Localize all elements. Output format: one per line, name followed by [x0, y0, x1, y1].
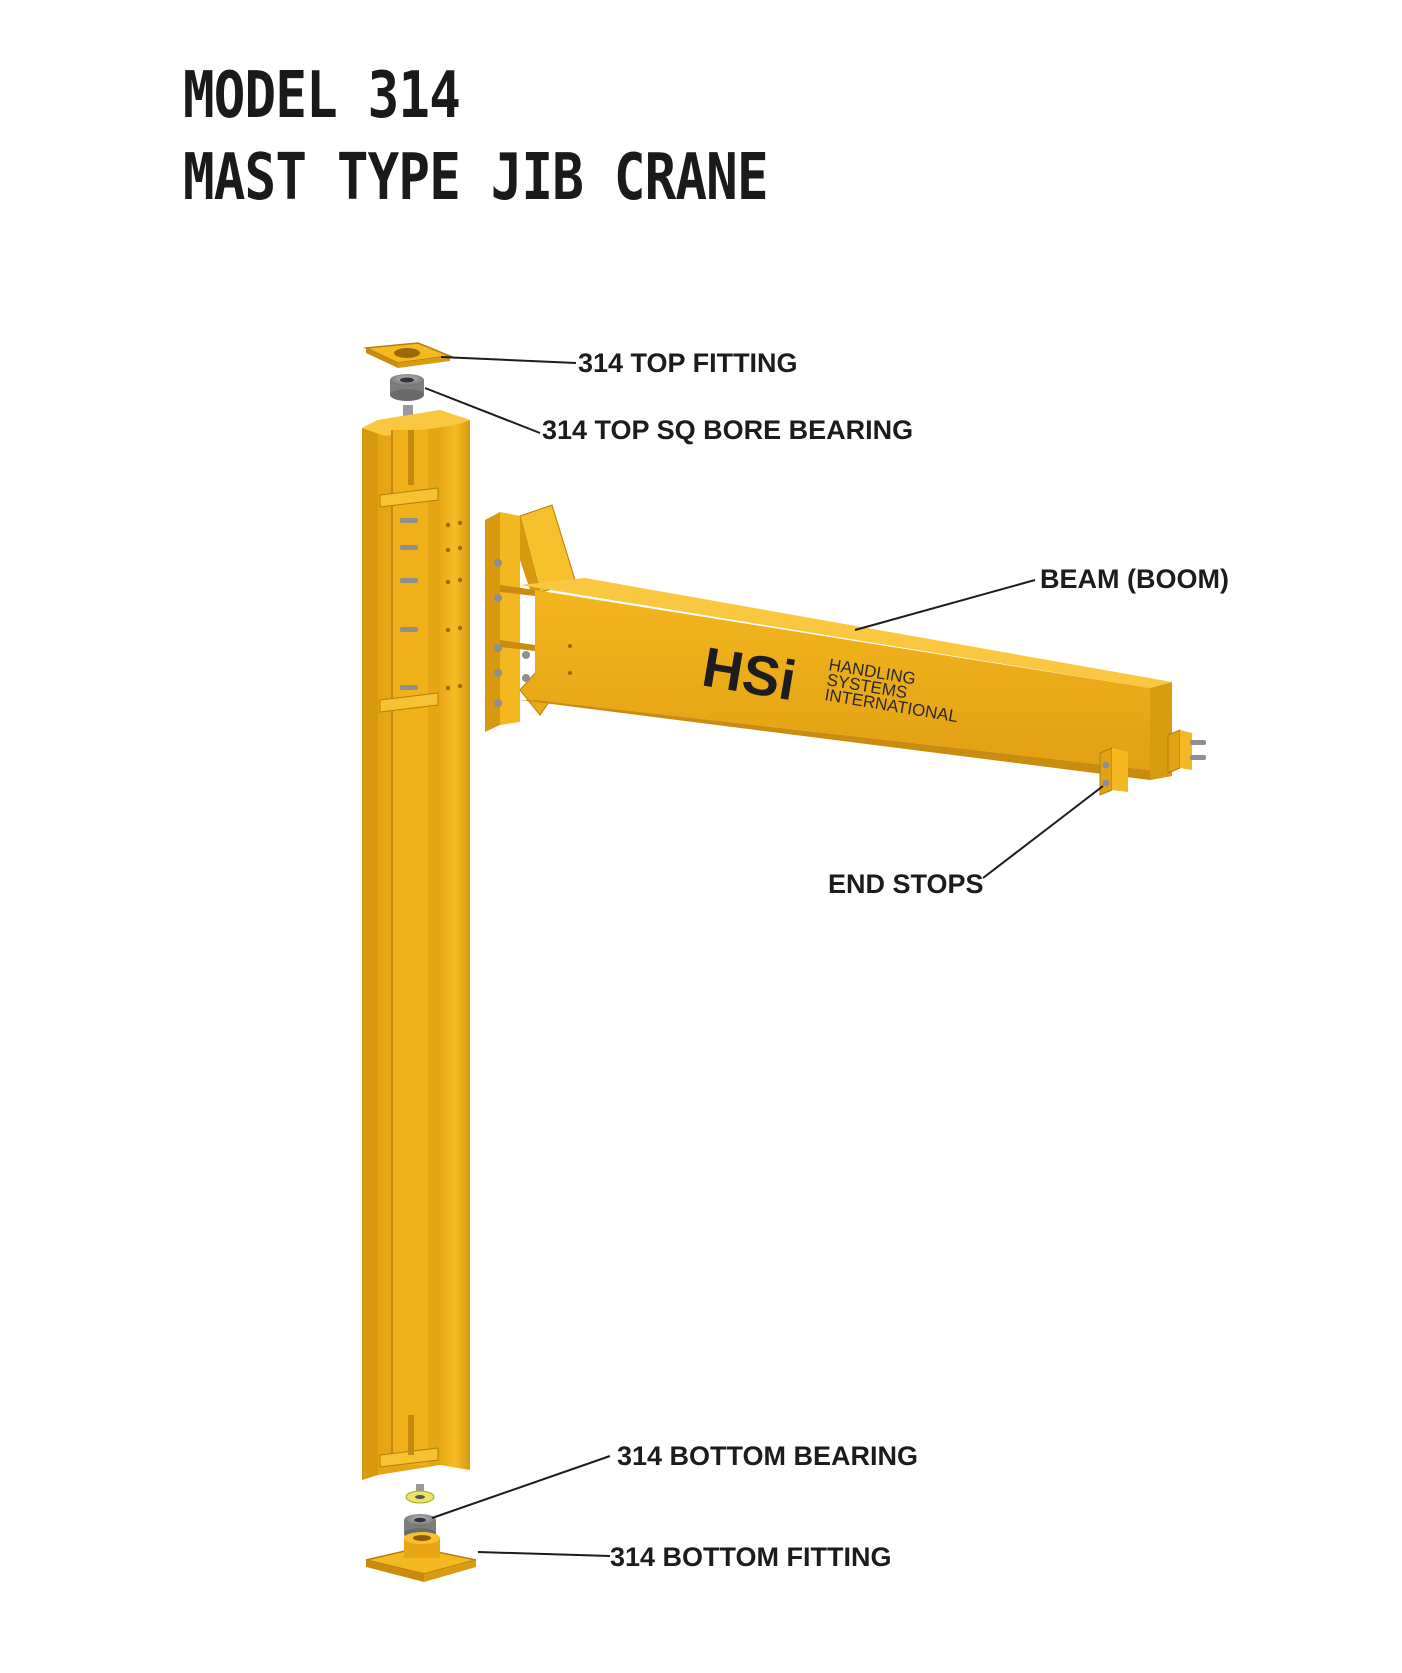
bottom-fitting	[365, 1532, 477, 1582]
label-top-bearing: 314 TOP SQ BORE BEARING	[542, 415, 913, 445]
label-bottom-bearing: 314 BOTTOM BEARING	[617, 1441, 918, 1471]
top-fitting	[363, 342, 453, 368]
label-end-stops: END STOPS	[828, 869, 984, 899]
mast	[362, 405, 470, 1480]
label-bottom-fitting: 314 BOTTOM FITTING	[610, 1542, 892, 1572]
label-beam: BEAM (BOOM)	[1040, 564, 1229, 594]
top-bearing	[390, 374, 424, 401]
bottom-bearing	[404, 1484, 436, 1540]
leader-top-bearing	[424, 387, 541, 434]
leader-lines	[424, 356, 1104, 1557]
end-stops	[1099, 729, 1206, 796]
crane-type-title: MAST TYPE JIB CRANE	[183, 141, 769, 215]
leader-top-fitting	[440, 356, 577, 364]
label-top-fitting: 314 TOP FITTING	[578, 348, 798, 378]
model-title: MODEL 314	[183, 59, 461, 133]
leader-bottom-fitting	[477, 1551, 611, 1557]
leader-beam	[854, 579, 1036, 631]
brand-mark: HSi	[698, 635, 800, 713]
leader-bottom-bearing	[431, 1455, 611, 1519]
beam-boom: HSi HANDLING SYSTEMS INTERNATIONAL	[485, 504, 1172, 780]
leader-end-stops	[982, 785, 1104, 879]
title-block: MODEL 314 MAST TYPE JIB CRANE	[183, 55, 896, 219]
